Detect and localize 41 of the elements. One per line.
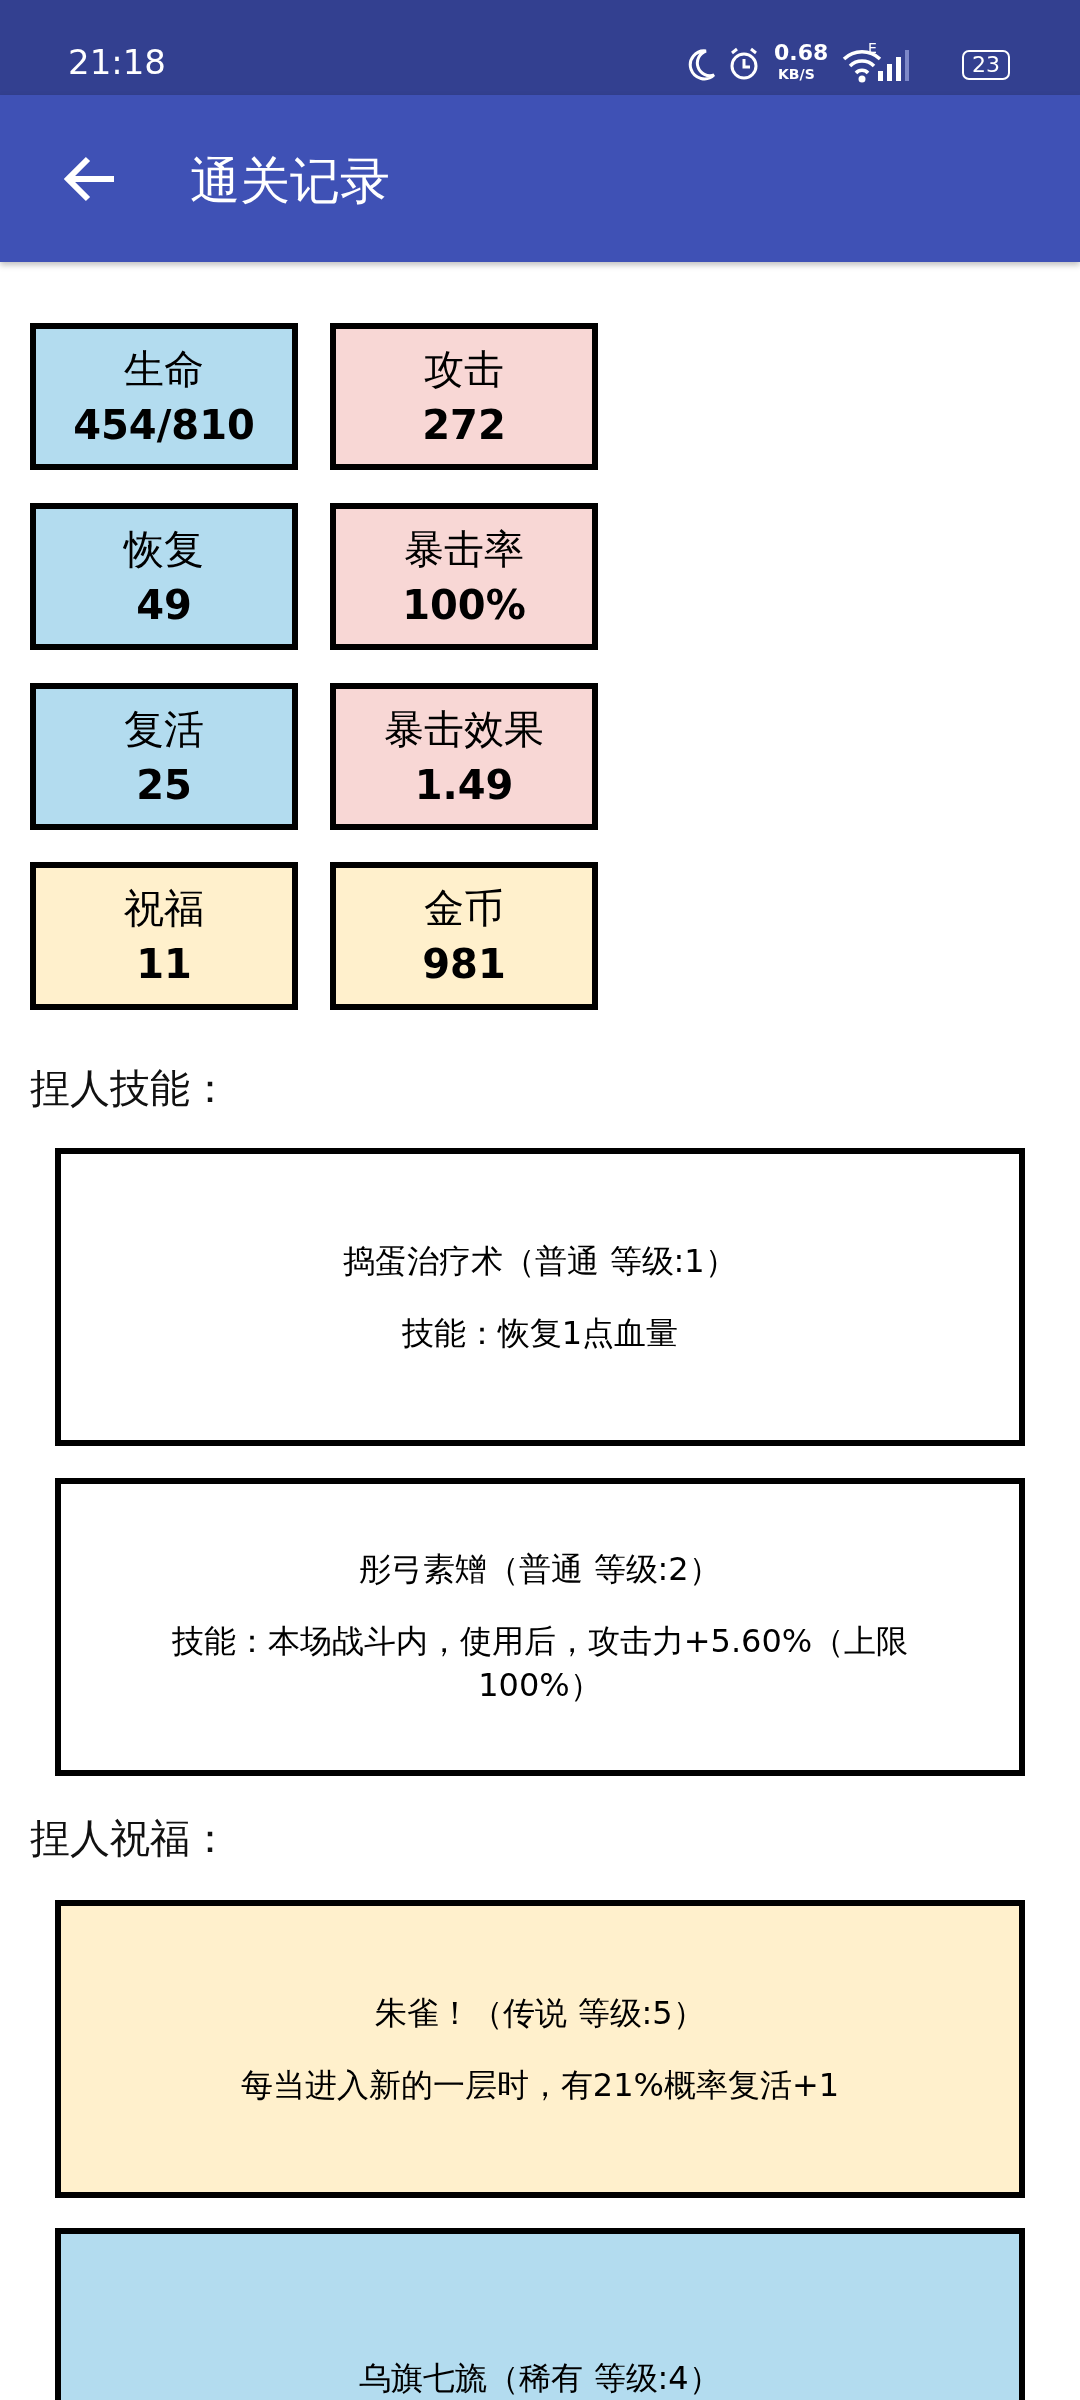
stat-value: 272	[422, 400, 506, 450]
blessing-card	[55, 1900, 1025, 2198]
page-title: 通关记录	[190, 151, 390, 211]
stat-value: 11	[136, 940, 192, 989]
stat-name: 复活	[124, 704, 204, 754]
stat-name: 暴击率	[404, 524, 524, 574]
card-title: 朱雀！（传说 等级:5）	[375, 1993, 705, 2034]
card-description: 每当进入新的一层时，有21%概率复活+1	[240, 2065, 840, 2106]
stat-name: 生命	[124, 344, 204, 394]
stat-value: 1.49	[414, 760, 514, 810]
status-time: 21:18	[68, 42, 166, 82]
card-title: 彤弓素矰（普通 等级:2）	[359, 1549, 721, 1590]
skill-card	[55, 1478, 1025, 1776]
section-heading: 捏人技能：	[30, 1064, 230, 1113]
battery-indicator: 23	[962, 50, 1010, 80]
stat-card	[30, 323, 298, 470]
section-heading: 捏人祝福：	[30, 1814, 230, 1863]
stat-name: 金币	[424, 884, 504, 933]
stat-card	[330, 683, 598, 830]
network-speed: 0.68	[774, 42, 829, 64]
stat-value: 454/810	[73, 400, 255, 450]
stat-card	[30, 862, 298, 1010]
stat-card	[30, 503, 298, 650]
card-title: 乌旗七旒（稀有 等级:4）	[359, 2358, 721, 2399]
stat-card	[330, 862, 598, 1010]
stat-card	[330, 323, 598, 470]
stat-card	[30, 683, 298, 830]
stat-name: 恢复	[124, 524, 204, 574]
network-speed-unit: KB/S	[778, 66, 815, 82]
stat-value: 49	[136, 580, 192, 630]
stat-value: 981	[422, 940, 506, 989]
card-title: 捣蛋治疗术（普通 等级:1）	[343, 1241, 737, 1282]
card-description: 技能：恢复1点血量	[401, 1313, 679, 1354]
card-description: 技能：本场战斗内，使用后，攻击力+5.60%（上限100%）	[170, 1621, 910, 1706]
stat-name: 暴击效果	[384, 704, 544, 754]
stat-value: 25	[136, 760, 192, 810]
skill-card	[55, 1148, 1025, 1446]
stat-name: 祝福	[124, 884, 204, 933]
stat-card	[330, 503, 598, 650]
stat-name: 攻击	[424, 344, 504, 394]
stat-value: 100%	[402, 580, 526, 630]
